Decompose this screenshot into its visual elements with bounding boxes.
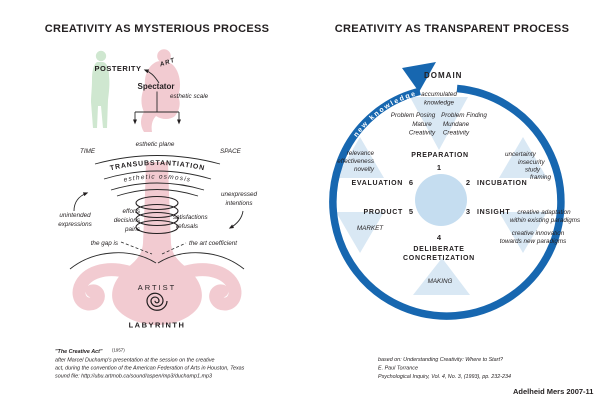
art-coefficient-label: the art coefficient: [189, 240, 237, 247]
problem-posing-label: Problem Posing: [391, 112, 436, 119]
unexpressed-line2: intentions: [226, 200, 254, 207]
esthetic-scale-label: esthetic scale: [170, 93, 209, 100]
spectator-figure: [141, 49, 181, 132]
stage-number-2: 2: [466, 178, 470, 187]
time-label: TIME: [80, 148, 96, 155]
posterity-figure: [91, 50, 110, 128]
accumulated-line2: knowledge: [424, 100, 455, 107]
cycle-arrowhead-icon: [402, 62, 436, 92]
satisfactions-line2: refusals: [176, 223, 199, 230]
artist-label: ARTIST: [138, 283, 177, 292]
incubation-note-3: study: [525, 167, 541, 174]
mature-line1: Mature: [412, 121, 432, 128]
stage-number-6: 6: [409, 178, 413, 187]
hexagram-triangles: [336, 97, 547, 295]
unintended-line2: expressions: [58, 221, 92, 228]
incubation-note-4: framing: [530, 174, 551, 181]
efforts-line2: decisions: [114, 217, 141, 224]
left-footnote-line1: after Marcel Duchamp's presentation at t…: [55, 358, 215, 364]
stage-product: PRODUCT: [363, 209, 403, 216]
right-panel: CREATIVITY AS TRANSPARENT PROCESS new kn…: [329, 23, 593, 396]
stage-preparation: PREPARATION: [411, 152, 469, 159]
right-title: CREATIVITY AS TRANSPARENT PROCESS: [335, 23, 569, 35]
posterity-arrow: [143, 69, 160, 84]
art-coefficient-dashes: [161, 242, 187, 255]
transubstantiation-arcs: [94, 155, 221, 197]
stage-number-3: 3: [466, 207, 470, 216]
mundane-line2: Creativity: [443, 130, 470, 137]
stage-insight: INSIGHT: [477, 209, 510, 216]
gap-label: the gap is: [91, 240, 119, 247]
incubation-note-1: uncertainty: [505, 151, 537, 158]
left-footnote-line3: sound file: http://ubu.artmob.ca/sound/a…: [55, 374, 212, 380]
making-label: MAKING: [428, 278, 453, 285]
efforts-line3: pains: [124, 226, 141, 233]
market-label: MARKET: [357, 225, 384, 232]
labyrinth-body: [112, 162, 202, 325]
cycle-ring: [329, 84, 565, 320]
efforts-line1: efforts: [123, 208, 141, 215]
stage-deliberate-line2: CONCRETIZATION: [403, 255, 475, 262]
stage-labels: PREPARATION INCUBATION INSIGHT DELIBERAT…: [352, 152, 527, 262]
stage-incubation: INCUBATION: [477, 180, 527, 187]
wing-curves: [69, 252, 245, 270]
unexpressed-arrow: [228, 210, 244, 229]
mature-line2: Creativity: [409, 130, 436, 137]
accumulated-line1: accumulated: [421, 91, 457, 98]
unintended-arrow: [73, 192, 89, 212]
left-footnote-title: "The Creative Act": [55, 349, 103, 355]
stage-numbers: 1 2 3 4 5 6: [409, 163, 470, 242]
evaluation-note-2: effectiveness: [337, 158, 375, 165]
labyrinth-arms: [72, 263, 242, 311]
domain-label: DOMAIN: [424, 71, 462, 80]
insight-note-b2: towards new paradigms: [500, 238, 567, 245]
stage-deliberate-line1: DELIBERATE: [413, 246, 464, 253]
stage-number-1: 1: [437, 163, 441, 172]
right-footnote-line2: E. Paul Torrance: [378, 366, 418, 372]
stage-number-5: 5: [409, 207, 413, 216]
satisfactions-line1: satisfactions: [173, 214, 208, 221]
incubation-note-2: insecurity: [518, 159, 545, 166]
evaluation-note-1: relevance: [347, 150, 375, 157]
mundane-line1: Mundane: [443, 121, 470, 128]
stage-number-4: 4: [437, 233, 442, 242]
insight-note-b1: creative innovation: [512, 230, 565, 237]
unexpressed-line1: unexpressed: [221, 191, 258, 198]
insight-note-a2: within existing paradigms: [510, 217, 581, 224]
insight-note-a1: creative adaptation: [517, 209, 571, 216]
center-circle: [415, 174, 467, 226]
right-footnote-line3: Psychological Inquiry, Vol. 4, No. 3, (1…: [378, 374, 511, 380]
unintended-line1: unintended: [59, 212, 91, 219]
stage-evaluation: EVALUATION: [352, 180, 403, 187]
esthetic-scale-lines: [132, 91, 182, 125]
gap-dashes: [120, 241, 153, 255]
left-title: CREATIVITY AS MYSTERIOUS PROCESS: [45, 23, 270, 35]
left-panel: CREATIVITY AS MYSTERIOUS PROCESS ART POS…: [45, 23, 270, 380]
esthetic-osmosis-label: esthetic osmosis: [123, 173, 192, 183]
problem-finding-label: Problem Finding: [441, 112, 487, 119]
coil-spring: [135, 195, 179, 235]
left-footnote-line2: act, during the convention of the Americ…: [55, 366, 245, 372]
left-footnote-year: (1957): [112, 348, 125, 353]
space-label: SPACE: [220, 148, 242, 155]
esthetic-plane-label: esthetic plane: [136, 141, 175, 148]
art-label: ART: [158, 57, 176, 69]
evaluation-note-3: novelty: [354, 166, 375, 173]
attribution: Adelheid Mers 2007-11: [513, 387, 593, 396]
spectator-label: Spectator: [138, 82, 175, 91]
right-footnote-line1: based on: Understanding Creativity: Wher…: [378, 357, 503, 363]
spiral-icon: [146, 292, 168, 311]
labyrinth-label: LABYRINTH: [129, 321, 186, 330]
posterity-label: POSTERITY: [94, 64, 141, 73]
